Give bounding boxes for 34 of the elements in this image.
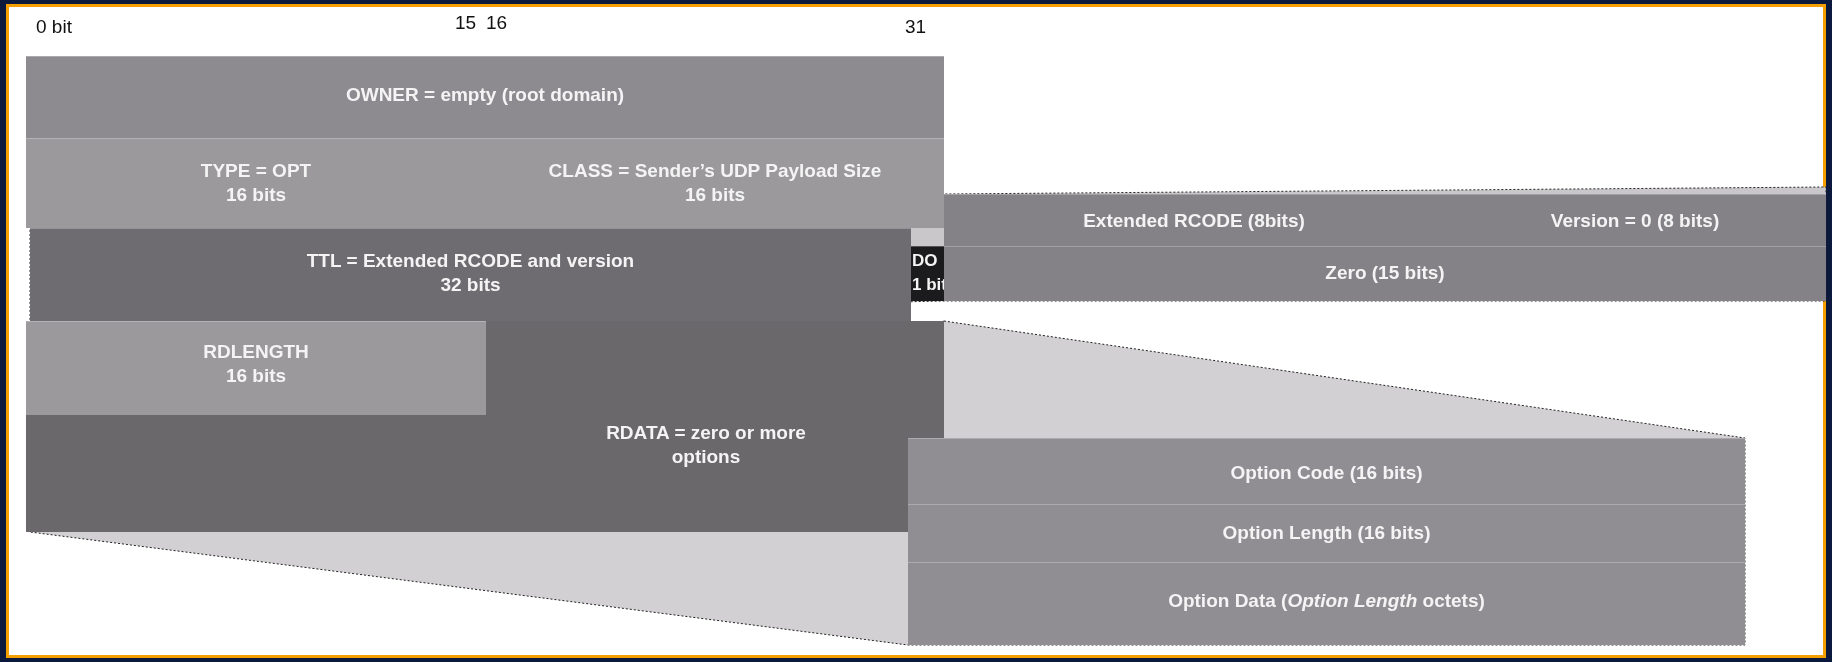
field-label: Option Code (16 bits) (1229, 461, 1424, 485)
field-cell (944, 246, 1826, 301)
field-label: CLASS = Sender’s UDP Payload Size (547, 159, 883, 183)
flag-cell (911, 246, 944, 301)
field-label: OWNER = empty (root domain) (344, 83, 626, 107)
field-label: 16 bits (224, 183, 288, 207)
field-row (908, 438, 1745, 504)
bit-position-label: 15 (455, 12, 477, 34)
field-row (26, 56, 944, 138)
field-cell (944, 194, 1444, 246)
field-label: 32 bits (439, 273, 502, 297)
field-row (908, 562, 1745, 645)
bit-position-label: 31 (905, 16, 927, 38)
field-cell (1444, 194, 1826, 246)
field-label: RDATA = zero or more options (605, 421, 807, 469)
bit-position-label: 16 (486, 12, 508, 34)
field-label: TTL = Extended RCODE and version (305, 249, 636, 273)
field-row (908, 504, 1745, 562)
field-label: 16 bits (683, 183, 747, 207)
field-cell (486, 138, 944, 228)
field-label: Extended RCODE (8bits) (1082, 209, 1306, 233)
field-label: TYPE = OPT (199, 159, 313, 183)
field-label: RDLENGTH (202, 340, 310, 364)
field-label: DO (912, 250, 939, 272)
field-cell (26, 138, 486, 228)
field-label: Option Length (16 bits) (1221, 521, 1432, 545)
field-label: Option Data (Option Length octets) (1167, 589, 1486, 613)
field-label: Version = 0 (8 bits) (1549, 209, 1721, 233)
field-row (30, 228, 911, 321)
data-area (26, 321, 944, 532)
field-label: 16 bits (224, 364, 288, 388)
field-label: Zero (15 bits) (1324, 261, 1446, 285)
field-cell (26, 321, 486, 415)
bit-position-label: 0 bit (36, 16, 72, 38)
